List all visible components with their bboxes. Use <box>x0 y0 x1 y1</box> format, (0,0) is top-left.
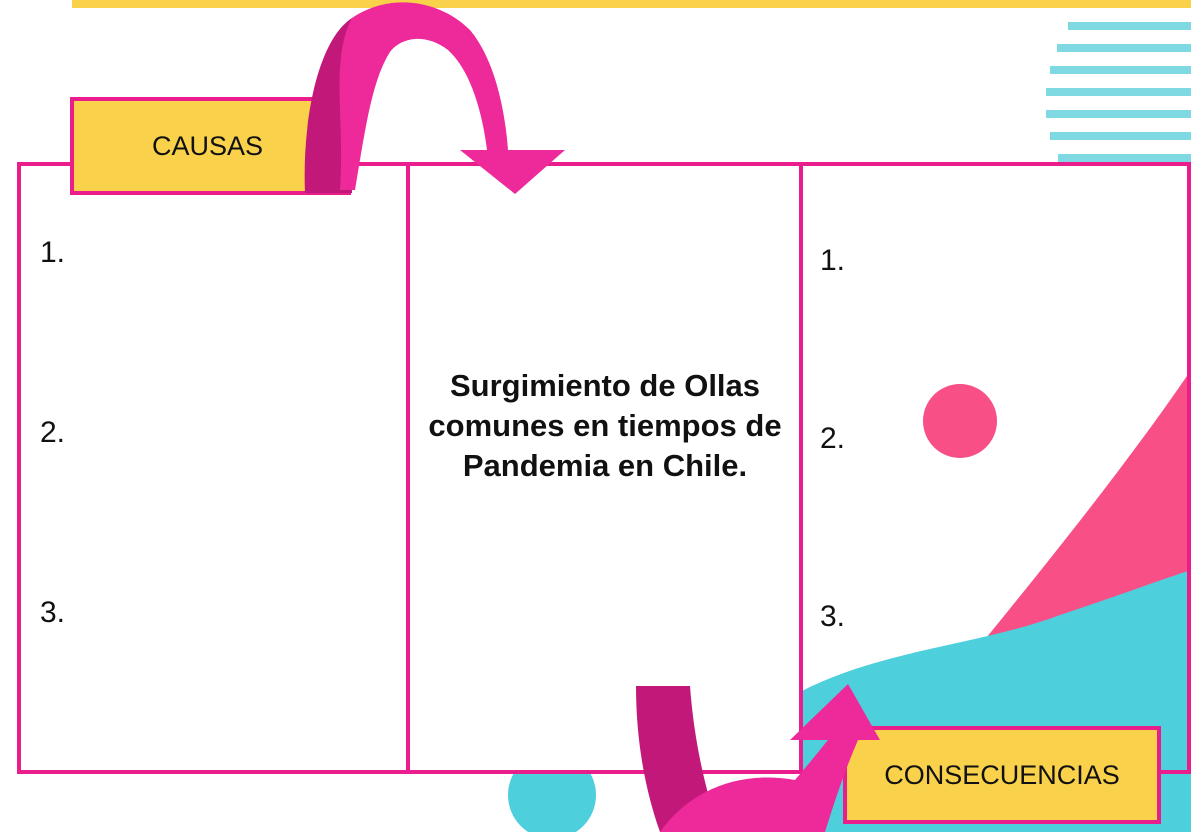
causes-column <box>17 162 414 774</box>
cause-effect-table <box>17 162 1191 774</box>
consequences-column <box>799 162 1191 774</box>
pink-dot-decoration <box>923 384 997 458</box>
top-accent-bar <box>72 0 1191 8</box>
striped-circle-decoration <box>1046 22 1191 162</box>
consequences-label: CONSECUENCIAS <box>843 726 1161 824</box>
topic-title: Surgimiento de Ollas comunes en tiempos … <box>428 368 782 483</box>
consequence-item-2: 2. <box>820 422 846 455</box>
cause-item-3: 3. <box>40 596 66 629</box>
cause-item-2: 2. <box>40 416 66 449</box>
cause-item-1: 1. <box>40 236 66 269</box>
topic-column <box>406 162 803 774</box>
causes-label: CAUSAS <box>70 97 351 195</box>
consequence-item-1: 1. <box>820 244 846 277</box>
causes-label-text: CAUSAS <box>152 130 264 161</box>
consequence-item-3: 3. <box>820 600 846 633</box>
consequences-label-text: CONSECUENCIAS <box>884 759 1120 790</box>
